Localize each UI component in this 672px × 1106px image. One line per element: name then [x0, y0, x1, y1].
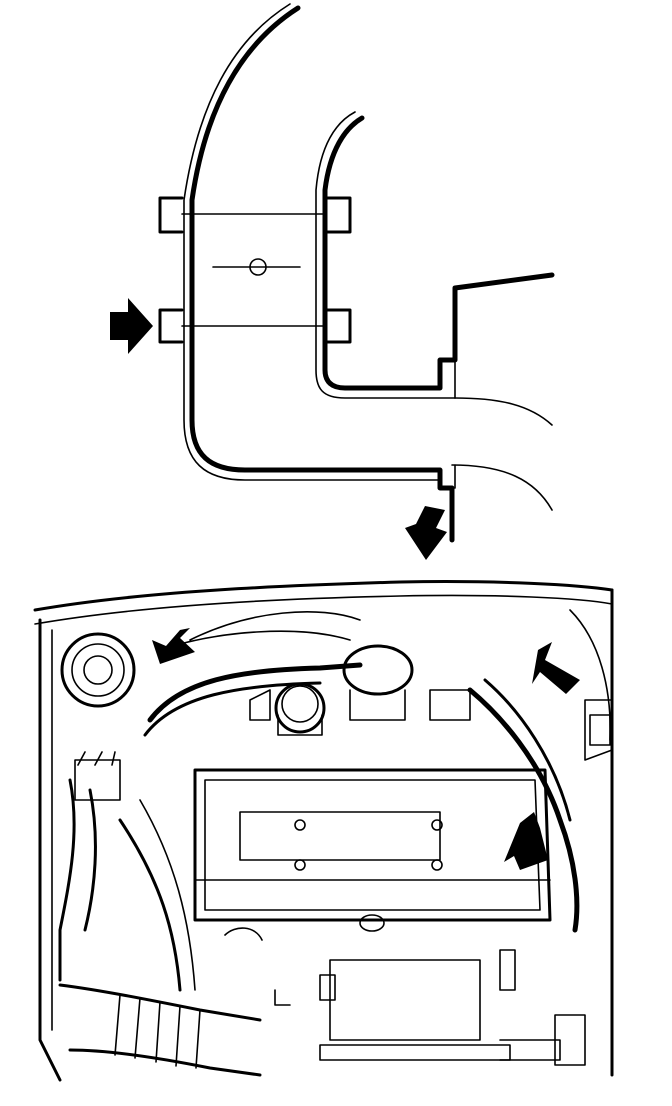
valve-cover: [193, 768, 552, 941]
hose-inner-wall: [322, 115, 555, 391]
center-mark-dot: [249, 258, 267, 276]
reservoir-cap: [60, 632, 136, 708]
pipe-curve-lower: [451, 464, 553, 511]
clamp-lower-band: [158, 308, 352, 344]
pipe-curve-upper: [454, 397, 553, 426]
pointer-arrow: [532, 642, 580, 694]
wiring-harness: [147, 662, 363, 723]
pointer-arrow: [504, 812, 548, 870]
pointer-arrow: [405, 506, 447, 560]
hose-outer-wall: [189, 5, 455, 543]
hose-outer-wall-inner: [183, 3, 441, 481]
hood-edge: [33, 580, 614, 612]
intake-pipe: [58, 983, 262, 1077]
pointer-arrow: [110, 298, 153, 354]
hose-inner-wall-edge: [315, 111, 456, 399]
lower-bracket: [319, 959, 511, 1061]
pointer-arrow: [152, 628, 195, 664]
oil-filler-cap: [274, 682, 326, 736]
hose-detail: [110, 3, 555, 560]
engine-bay-view: [33, 580, 614, 1082]
air-intake-housing: [342, 644, 414, 721]
clamp-upper-band: [158, 196, 352, 234]
